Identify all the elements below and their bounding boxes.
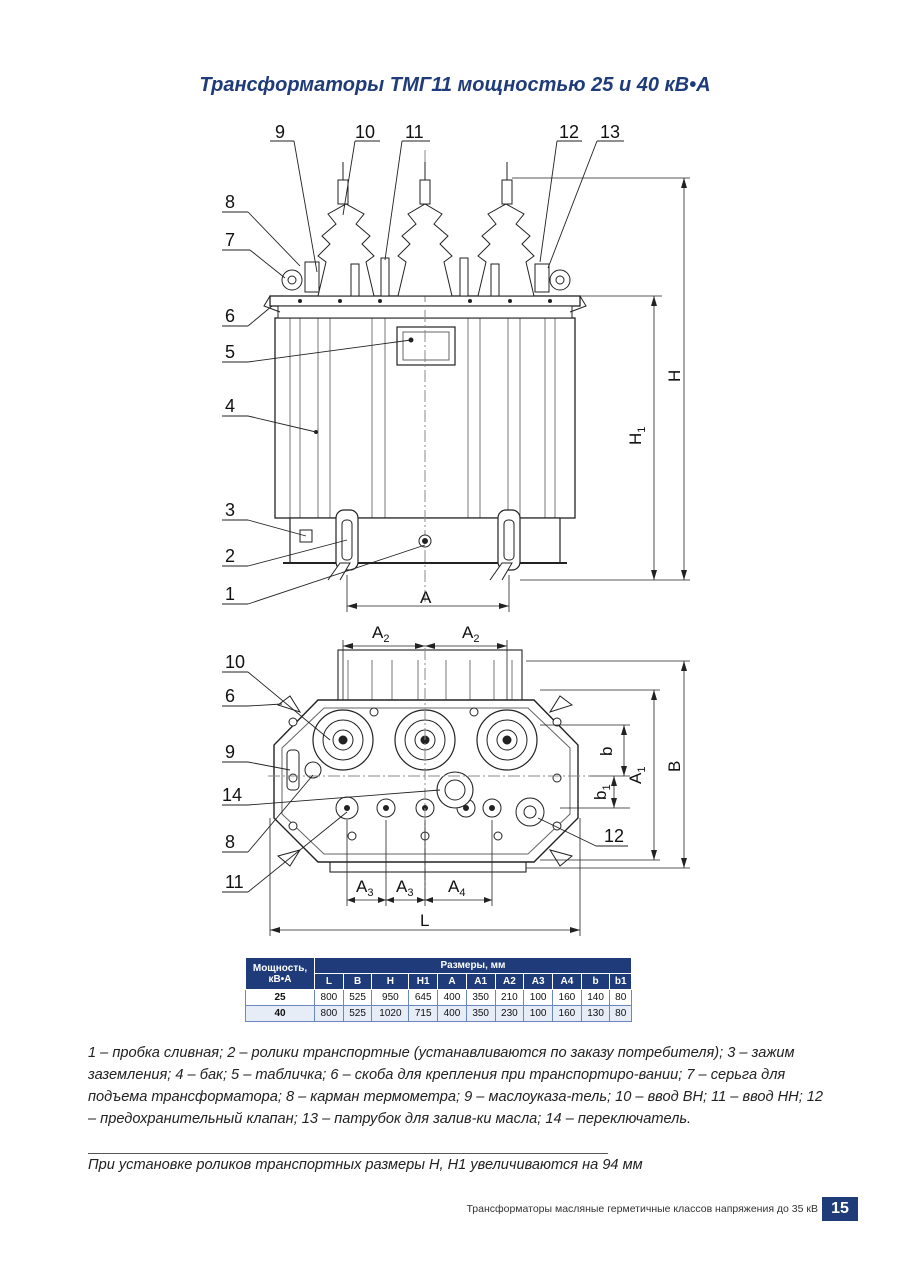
table-cell: 100 bbox=[523, 1005, 553, 1022]
table-cell: 350 bbox=[465, 1005, 496, 1022]
table-cell: 1020 bbox=[371, 1005, 410, 1022]
dim-label-H1: H1 bbox=[626, 427, 648, 445]
table-cell: 525 bbox=[342, 1005, 373, 1022]
footnote: При установке роликов транспортных разме… bbox=[88, 1157, 643, 1173]
table-cell-power: 40 bbox=[245, 1005, 315, 1022]
callout-7: 7 bbox=[225, 230, 235, 250]
dim-label-B: B bbox=[665, 761, 684, 772]
legend-text: 1 – пробка сливная; 2 – ролики транспорт… bbox=[88, 1045, 824, 1127]
table-cell: 210 bbox=[494, 989, 525, 1006]
table-cell: 130 bbox=[580, 1005, 611, 1022]
col-header: H1 bbox=[408, 973, 439, 990]
table-cell: 800 bbox=[314, 989, 344, 1006]
callout-plan-6: 6 bbox=[225, 686, 235, 706]
callout-plan-14: 14 bbox=[222, 785, 242, 805]
table-cell: 400 bbox=[437, 989, 467, 1006]
callout-plan-12: 12 bbox=[604, 826, 624, 846]
col-header: A3 bbox=[523, 973, 553, 990]
dim-label-A3-left: A3 bbox=[356, 877, 373, 899]
callout-6: 6 bbox=[225, 306, 235, 326]
front-dimensions bbox=[346, 177, 690, 612]
plan-dimensions bbox=[269, 640, 690, 936]
callout-1: 1 bbox=[225, 584, 235, 604]
table-cell: 525 bbox=[342, 989, 373, 1006]
footer-caption: Трансформаторы масляные герметичные клас… bbox=[466, 1203, 818, 1215]
front-view bbox=[263, 150, 587, 605]
callout-plan-9: 9 bbox=[225, 742, 235, 762]
table-cell-power: 25 bbox=[245, 989, 315, 1006]
callout-2: 2 bbox=[225, 546, 235, 566]
table-cell: 100 bbox=[523, 989, 553, 1006]
table-cell: 800 bbox=[314, 1005, 344, 1022]
dim-label-b: b bbox=[597, 747, 616, 756]
callout-4: 4 bbox=[225, 396, 235, 416]
table-cell: 350 bbox=[465, 989, 496, 1006]
hv-bushings bbox=[317, 162, 535, 297]
dimensions-table: Мощность, кВ•А Размеры, мм L B H H1 A A1… bbox=[245, 957, 632, 1022]
dim-label-A: A bbox=[420, 588, 432, 607]
dim-label-A4: A4 bbox=[448, 877, 465, 899]
page-number: 15 bbox=[822, 1197, 858, 1221]
col-header: L bbox=[314, 973, 344, 990]
callout-10: 10 bbox=[355, 122, 375, 142]
table-cell: 400 bbox=[437, 1005, 467, 1022]
table-header-sizes: Размеры, мм bbox=[314, 957, 632, 974]
dim-label-A2-left: A2 bbox=[372, 623, 389, 645]
table-cell: 140 bbox=[580, 989, 611, 1006]
table-cell: 645 bbox=[408, 989, 439, 1006]
dim-label-H: H bbox=[665, 370, 684, 382]
page-title: Трансформаторы ТМГ11 мощностью 25 и 40 к… bbox=[199, 74, 711, 96]
dim-label-A3-right: A3 bbox=[396, 877, 413, 899]
table-header-power: Мощность, кВ•А bbox=[245, 957, 315, 990]
col-header: A1 bbox=[465, 973, 496, 990]
col-header: A bbox=[437, 973, 467, 990]
table-column-headers: L B H H1 A A1 A2 A3 A4 b b1 bbox=[246, 973, 632, 990]
table-cell: 160 bbox=[552, 1005, 582, 1022]
callout-3: 3 bbox=[225, 500, 235, 520]
table-cell: 160 bbox=[552, 989, 582, 1006]
table-cell: 715 bbox=[408, 1005, 439, 1022]
callout-plan-11: 11 bbox=[225, 872, 244, 892]
dim-label-L: L bbox=[420, 911, 429, 930]
table-row: 40 800 525 1020 715 400 350 230 100 160 … bbox=[245, 1005, 632, 1022]
callout-plan-8: 8 bbox=[225, 832, 235, 852]
callout-plan-10: 10 bbox=[225, 652, 245, 672]
col-header: A2 bbox=[494, 973, 525, 990]
callout-9: 9 bbox=[275, 122, 285, 142]
table-cell: 950 bbox=[371, 989, 410, 1006]
table-cell: 80 bbox=[609, 989, 632, 1006]
callout-8: 8 bbox=[225, 192, 235, 212]
col-header: H bbox=[371, 973, 410, 990]
table-row: 25 800 525 950 645 400 350 210 100 160 1… bbox=[245, 989, 632, 1006]
col-header: b bbox=[580, 973, 611, 990]
callout-12: 12 bbox=[559, 122, 579, 142]
col-header: A4 bbox=[552, 973, 582, 990]
table-cell: 80 bbox=[609, 1005, 632, 1022]
plan-view bbox=[268, 648, 590, 900]
callout-11: 11 bbox=[405, 122, 424, 142]
table-cell: 230 bbox=[494, 1005, 525, 1022]
col-header: B bbox=[342, 973, 373, 990]
callout-13: 13 bbox=[600, 122, 620, 142]
col-header: b1 bbox=[609, 973, 632, 990]
plan-leaders bbox=[222, 671, 628, 893]
dim-label-A2-right: A2 bbox=[462, 623, 479, 645]
front-leaders bbox=[222, 140, 624, 605]
divider bbox=[88, 1153, 608, 1154]
dim-label-A1: A1 bbox=[626, 767, 648, 784]
callout-5: 5 bbox=[225, 342, 235, 362]
dim-label-b1: b1 bbox=[591, 784, 613, 800]
